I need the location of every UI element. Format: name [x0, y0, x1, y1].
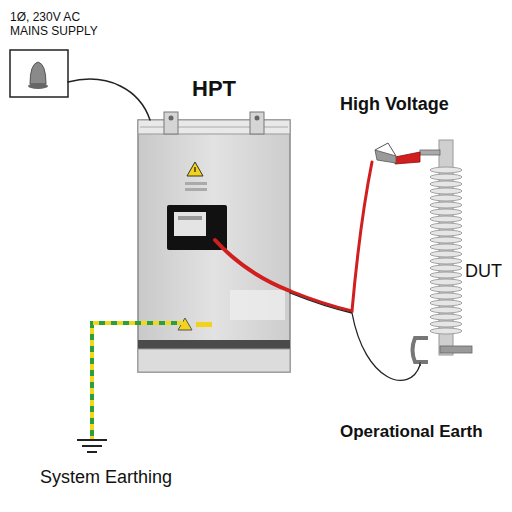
earth-wire [77, 323, 183, 452]
tester-unit: HPT [138, 72, 290, 372]
device-under-test: DUT [370, 140, 508, 365]
hv-label: High Voltage [340, 94, 449, 115]
hpt-cabinet [138, 112, 290, 372]
node-label: 1Ø, 230V AC MAINS SUPPLY [10, 10, 104, 38]
mains-socket [10, 50, 68, 97]
earth-lead [290, 293, 420, 380]
earth-label: Operational Earth [340, 422, 483, 442]
node-label: HPT [138, 76, 290, 102]
node-label: DUT [465, 260, 505, 282]
mains-cable [68, 79, 150, 120]
mains-socket-node: 1Ø, 230V AC MAINS SUPPLY [8, 8, 104, 98]
insulator [375, 140, 472, 366]
system-earth-label: System Earthing [40, 467, 172, 488]
hv-lead [290, 162, 372, 311]
